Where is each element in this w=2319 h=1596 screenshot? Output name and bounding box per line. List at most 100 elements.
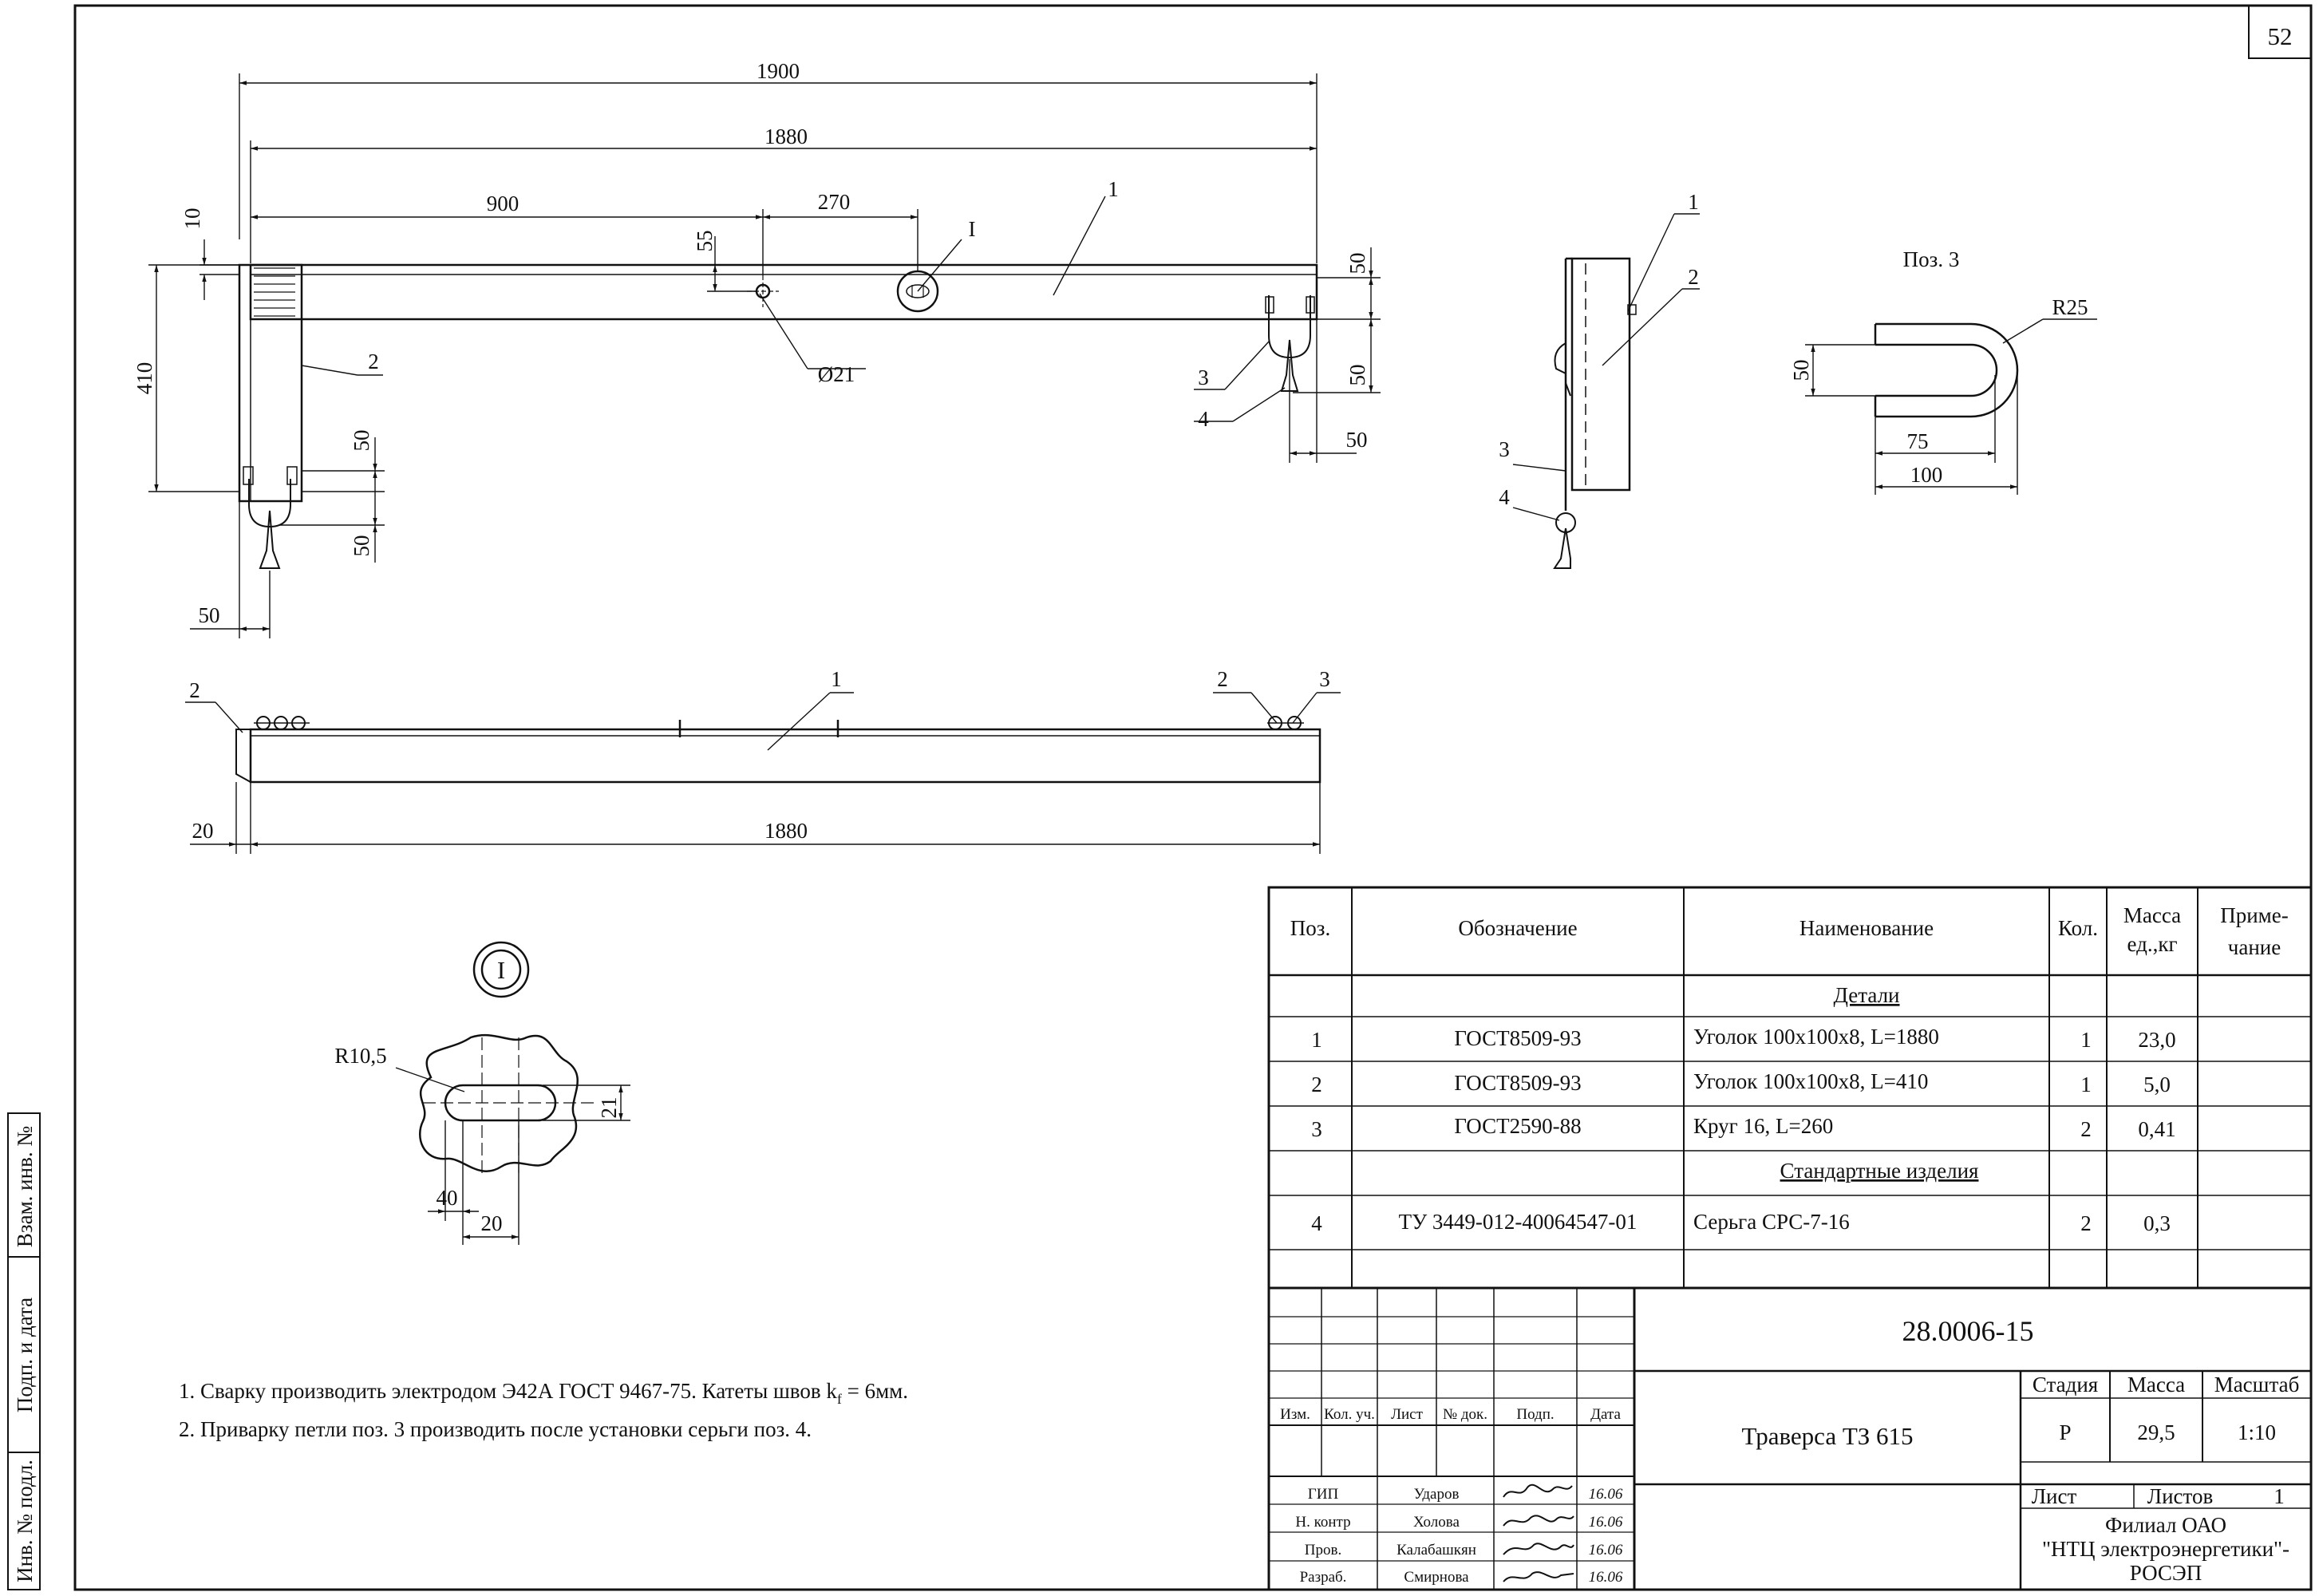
drawing-code: 28.0006-15: [1902, 1315, 2034, 1347]
callout-plan-2-right: 2: [1217, 667, 1228, 691]
dim-50-left-mid: 50: [350, 535, 373, 557]
tb-role-1: ГИП: [1308, 1486, 1339, 1503]
stamp-replacement-inv: Взам. инв. №: [13, 1126, 37, 1247]
front-angle-horizontal: [249, 263, 1318, 321]
spec-row4-mass: 0,3: [2143, 1211, 2171, 1235]
pos3-loop-outer: [1875, 322, 2019, 418]
title-block: [1267, 1286, 2313, 1591]
callout-front-3: 3: [1198, 365, 1209, 389]
spec-row3-pos: 3: [1311, 1117, 1322, 1141]
pos3-labels: Поз. 3 R25 50 75 100: [1789, 247, 2088, 487]
tb-scale: 1:10: [2238, 1420, 2276, 1444]
pos3-dim-radius: R25: [2052, 295, 2088, 319]
side-stamp: Взам. инв. № Подп. и дата Инв. № подл.: [7, 1112, 41, 1590]
spec-row3-designation: ГОСТ2590-88: [1454, 1114, 1581, 1138]
plan-labels: 2 1 2 3 20 1880: [189, 667, 1330, 843]
tb-mass-label: Масса: [2127, 1373, 2185, 1396]
title-block-text: 28.0006-15 Траверса ТЗ 615 Изм. Кол. уч.…: [1280, 1315, 2299, 1586]
spec-row2-designation: ГОСТ8509-93: [1454, 1071, 1581, 1095]
spec-row3-mass: 0,41: [2138, 1117, 2175, 1141]
tb-head-doc: № док.: [1443, 1406, 1487, 1423]
tb-date-3: 16.06: [1589, 1542, 1623, 1558]
spec-row1-qty: 1: [2080, 1028, 2092, 1052]
tb-name-1: Ударов: [1414, 1486, 1460, 1503]
sheet-frame: [73, 4, 2313, 1591]
detail-label-circle-outer: [472, 941, 530, 998]
side-leaders: [1512, 213, 1700, 521]
side-callouts: 1 2 3 4: [1499, 190, 1699, 509]
callout-front-2: 2: [368, 350, 379, 373]
dim-55: 55: [693, 231, 717, 252]
plan-dims: [185, 692, 1341, 854]
spec-row3-qty: 2: [2080, 1117, 2092, 1141]
plan-view: [235, 716, 1321, 784]
callout-front-4: 4: [1198, 407, 1209, 431]
spec-head-note-2: чание: [2228, 935, 2281, 959]
front-loop-right: [1268, 295, 1311, 359]
callout-side-2: 2: [1688, 265, 1699, 289]
callout-side-1: 1: [1688, 190, 1699, 214]
signature-scribbles: [1503, 1483, 1574, 1582]
spec-head-designation: Обозначение: [1458, 916, 1577, 940]
pos3-loop-inner: [1875, 343, 1998, 397]
dim-plan-20: 20: [192, 819, 214, 843]
dim-50-right-mid: 50: [1345, 365, 1369, 386]
tb-role-3: Пров.: [1305, 1542, 1341, 1558]
tb-head-rev: Изм.: [1280, 1406, 1310, 1423]
callout-plan-3: 3: [1319, 667, 1330, 691]
detail-label-circle-inner: [480, 949, 522, 990]
tb-head-sign: Подп.: [1516, 1406, 1554, 1423]
detail-dim-height: 21: [597, 1097, 621, 1119]
tb-name-2: Холова: [1413, 1514, 1460, 1531]
pos3-dim-height: 50: [1789, 360, 1813, 381]
callout-side-4: 4: [1499, 485, 1510, 509]
tb-head-qty: Кол. уч.: [1324, 1406, 1375, 1423]
tb-name-3: Калабашкян: [1397, 1542, 1476, 1558]
callout-side-3: 3: [1499, 437, 1510, 461]
tb-scale-label: Масштаб: [2214, 1373, 2300, 1396]
tb-head-sheet: Лист: [1391, 1406, 1423, 1423]
spec-row1-mass: 23,0: [2138, 1028, 2175, 1052]
dim-1880-front: 1880: [764, 124, 808, 148]
detail-dim-width: 40: [437, 1186, 458, 1210]
tb-sheets-label: Листов: [2147, 1484, 2213, 1508]
spec-head-mass-2: ед.,кг: [2127, 932, 2177, 956]
dim-900: 900: [487, 192, 520, 215]
pos3-dim-inner: 75: [1907, 429, 1929, 453]
spec-row4-name: Серьга СРС-7-16: [1693, 1210, 1850, 1234]
detail-break-outline: [419, 1033, 579, 1172]
spec-row1-designation: ГОСТ8509-93: [1454, 1026, 1581, 1050]
tb-org-1: Филиал ОАО: [2105, 1513, 2226, 1537]
dim-410: 410: [132, 362, 156, 395]
dim-1900: 1900: [757, 59, 800, 83]
dim-50-left-bottom: 50: [199, 603, 220, 627]
tb-stage-label: Стадия: [2033, 1373, 2098, 1396]
spec-row4-designation: ТУ 3449-012-40064547-01: [1399, 1210, 1638, 1234]
side-view: [1553, 257, 1637, 569]
front-view: [238, 263, 1318, 569]
detail-slot: [444, 1084, 557, 1122]
spec-row2-pos: 2: [1311, 1073, 1322, 1096]
spec-row3-name: Круг 16, L=260: [1693, 1114, 1833, 1138]
tb-sheets: 1: [2274, 1484, 2285, 1508]
stamp-signature-date: Подп. и дата: [13, 1298, 37, 1412]
drawing-title: Траверса ТЗ 615: [1741, 1422, 1913, 1450]
dim-50-right-top: 50: [1345, 253, 1369, 275]
spec-row4-pos: 4: [1311, 1211, 1322, 1235]
tb-date-1: 16.06: [1589, 1486, 1623, 1503]
detail-view: [419, 941, 595, 1173]
detail-label: I: [497, 956, 505, 984]
tb-role-2: Н. контр: [1295, 1514, 1350, 1531]
spec-head-name: Наименование: [1799, 916, 1934, 940]
spec-row4-qty: 2: [2080, 1211, 2092, 1235]
detail-labels: I R10,5 21 40 20: [334, 956, 621, 1235]
front-angle-vertical: [238, 263, 303, 503]
spec-head-qty: Кол.: [2058, 916, 2098, 940]
sheet-number-box: [2248, 5, 2312, 59]
spec-section-details: Детали: [1833, 983, 1899, 1007]
spec-row2-qty: 1: [2080, 1073, 2092, 1096]
spec-head-mass-1: Масса: [2123, 903, 2181, 927]
tb-stage: Р: [2059, 1420, 2071, 1444]
spec-section-standard: Стандартные изделия: [1780, 1159, 1979, 1183]
spec-row1-name: Уголок 100х100х8, L=1880: [1693, 1025, 1939, 1049]
